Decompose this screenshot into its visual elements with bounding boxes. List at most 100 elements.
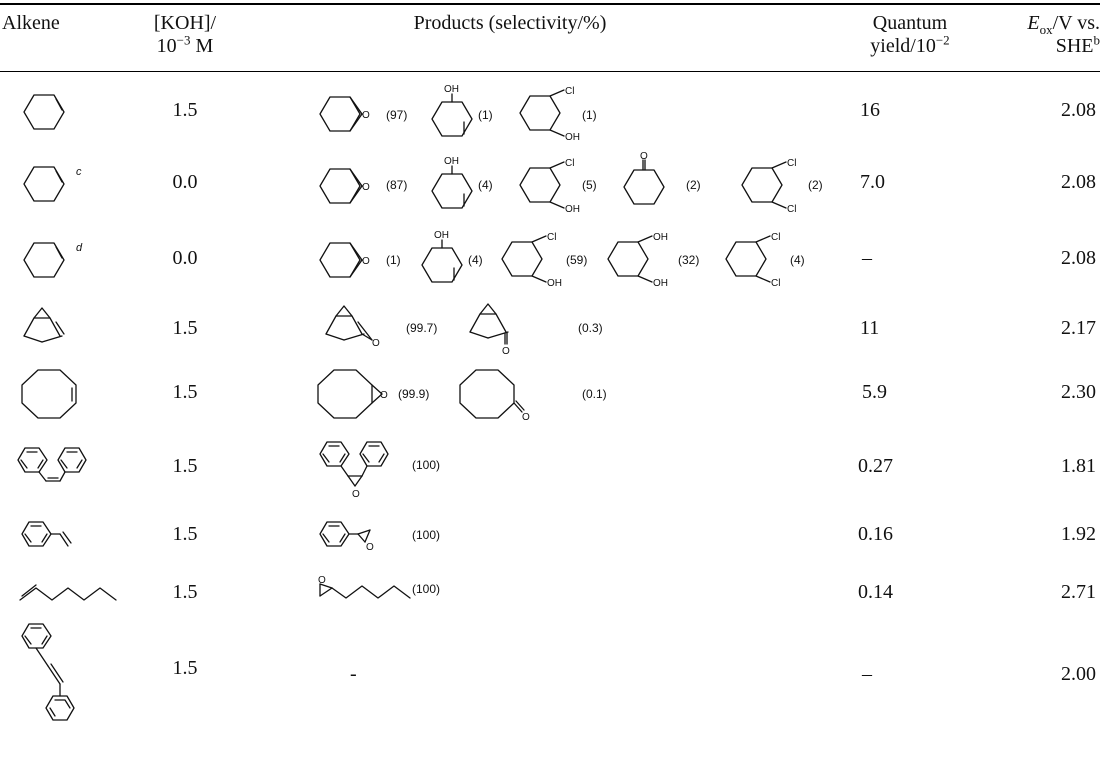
cyclooctene-structure bbox=[21, 369, 77, 419]
row3-sel-5: (4) bbox=[790, 253, 805, 267]
row9-qy: – bbox=[862, 663, 872, 685]
header-rule bbox=[0, 71, 1100, 72]
row6-qy: 0.27 bbox=[858, 455, 893, 477]
cyclohexene-structure bbox=[23, 94, 65, 130]
svg-text:Cl: Cl bbox=[565, 158, 574, 169]
svg-text:Cl: Cl bbox=[547, 232, 556, 243]
norbornene-oxide-structure: O bbox=[325, 305, 380, 349]
svg-text:OH: OH bbox=[444, 156, 459, 167]
row3-sel-3: (59) bbox=[566, 253, 588, 267]
row3-sel-2: (4) bbox=[468, 253, 483, 267]
styrene-structure bbox=[21, 521, 72, 547]
header-products: Products (selectivity/%) bbox=[413, 12, 607, 34]
svg-text:Cl: Cl bbox=[787, 204, 796, 215]
row4-sel-2: (0.3) bbox=[578, 321, 603, 335]
svg-text:Cl: Cl bbox=[787, 158, 796, 169]
chlorohydrin-structure: Cl OH bbox=[501, 232, 562, 289]
row3-qy: – bbox=[862, 247, 872, 269]
cyclohexene-oxide-structure: O bbox=[319, 242, 370, 278]
row1-sel-1: (97) bbox=[386, 108, 408, 122]
cyclohexene-structure bbox=[23, 242, 65, 278]
row3-eox: 2.08 bbox=[1061, 247, 1096, 269]
svg-text:Cl: Cl bbox=[771, 278, 780, 289]
row5-koh: 1.5 bbox=[172, 381, 198, 403]
svg-text:O: O bbox=[366, 542, 374, 553]
row2-qy: 7.0 bbox=[860, 171, 885, 193]
cyclohexene-oxide-structure: O bbox=[319, 96, 370, 132]
svg-text:OH: OH bbox=[444, 84, 459, 95]
chlorohydrin-structure: Cl OH bbox=[519, 158, 580, 215]
row7-eox: 1.92 bbox=[1061, 523, 1096, 545]
dichloride-structure: Cl Cl bbox=[741, 158, 796, 215]
svg-text:OH: OH bbox=[653, 232, 668, 243]
cyclooctanone-structure: O bbox=[459, 369, 530, 423]
row9-eox: 2.00 bbox=[1061, 663, 1096, 685]
row6-sel-1: (100) bbox=[412, 458, 441, 472]
row2-sel-4: (2) bbox=[686, 178, 701, 192]
row6-koh: 1.5 bbox=[172, 455, 198, 477]
chlorohydrin-structure: Cl OH bbox=[519, 86, 580, 143]
row5-qy: 5.9 bbox=[862, 381, 887, 403]
row5-sel-2: (0.1) bbox=[582, 387, 607, 401]
svg-text:OH: OH bbox=[653, 278, 668, 289]
row7-qy: 0.16 bbox=[858, 523, 893, 545]
row2-sel-5: (2) bbox=[808, 178, 823, 192]
diol-structure: OH OH bbox=[607, 232, 668, 289]
svg-text:Cl: Cl bbox=[771, 232, 780, 243]
header-eox: Eox/V vs. SHEb bbox=[1027, 12, 1100, 57]
svg-text:OH: OH bbox=[565, 204, 580, 215]
cis-stilbene-oxide-structure: O bbox=[319, 441, 389, 500]
oxygen-label: O bbox=[362, 110, 370, 121]
cyclohexenol-structure: OH bbox=[431, 156, 473, 209]
row9-no-product: - bbox=[350, 663, 357, 685]
svg-text:OH: OH bbox=[565, 132, 580, 143]
svg-text:OH: OH bbox=[434, 230, 449, 241]
row3-sel-4: (32) bbox=[678, 253, 700, 267]
row2-condition-c: c bbox=[76, 166, 82, 178]
svg-text:Cl: Cl bbox=[565, 86, 574, 97]
row8-qy: 0.14 bbox=[858, 581, 893, 603]
row5-sel-1: (99.9) bbox=[398, 387, 430, 401]
hexene-oxide-structure: O bbox=[318, 575, 411, 599]
norbornene-structure bbox=[23, 307, 65, 343]
row2-eox: 2.08 bbox=[1061, 171, 1096, 193]
row3-koh: 0.0 bbox=[172, 247, 198, 269]
row9-koh: 1.5 bbox=[172, 657, 198, 679]
row4-qy: 11 bbox=[860, 317, 880, 339]
cyclohexene-structure bbox=[23, 166, 65, 202]
row8-sel-1: (100) bbox=[412, 582, 441, 596]
trans-stilbene-structure bbox=[21, 623, 75, 721]
row1-sel-3: (1) bbox=[582, 108, 597, 122]
cyclohexenol-structure: OH bbox=[421, 230, 463, 283]
svg-text:O: O bbox=[380, 390, 388, 401]
svg-text:O: O bbox=[318, 575, 326, 586]
cyclohexanone-structure: O bbox=[623, 151, 665, 205]
row4-koh: 1.5 bbox=[172, 317, 198, 339]
row2-koh: 0.0 bbox=[172, 171, 198, 193]
svg-text:O: O bbox=[640, 151, 648, 162]
row3-condition-d: d bbox=[76, 242, 83, 254]
cyclooctene-oxide-structure: O bbox=[317, 369, 388, 419]
svg-text:O: O bbox=[372, 338, 380, 349]
dichloride-structure: Cl Cl bbox=[725, 232, 780, 289]
svg-text:O: O bbox=[502, 346, 510, 357]
norcamphor-structure: O bbox=[469, 303, 510, 357]
svg-text:O: O bbox=[362, 256, 370, 267]
header-alkene: Alkene bbox=[2, 12, 60, 34]
row1-qy: 16 bbox=[860, 99, 880, 121]
row2-sel-2: (4) bbox=[478, 178, 493, 192]
row4-eox: 2.17 bbox=[1061, 317, 1096, 339]
cyclohexenol-structure: OH bbox=[431, 84, 473, 137]
svg-text:OH: OH bbox=[547, 278, 562, 289]
row3-sel-1: (1) bbox=[386, 253, 401, 267]
row1-sel-2: (1) bbox=[478, 108, 493, 122]
table-top-rule bbox=[0, 3, 1100, 5]
row6-eox: 1.81 bbox=[1061, 455, 1096, 477]
header-quantum-yield: Quantum yield/10−2 bbox=[870, 12, 950, 57]
cis-stilbene-structure bbox=[17, 447, 87, 482]
svg-text:O: O bbox=[352, 489, 360, 500]
header-koh: [KOH]/ 10−3 M bbox=[153, 12, 217, 57]
row2-sel-3: (5) bbox=[582, 178, 597, 192]
svg-text:O: O bbox=[522, 412, 530, 423]
row5-eox: 2.30 bbox=[1061, 381, 1096, 403]
